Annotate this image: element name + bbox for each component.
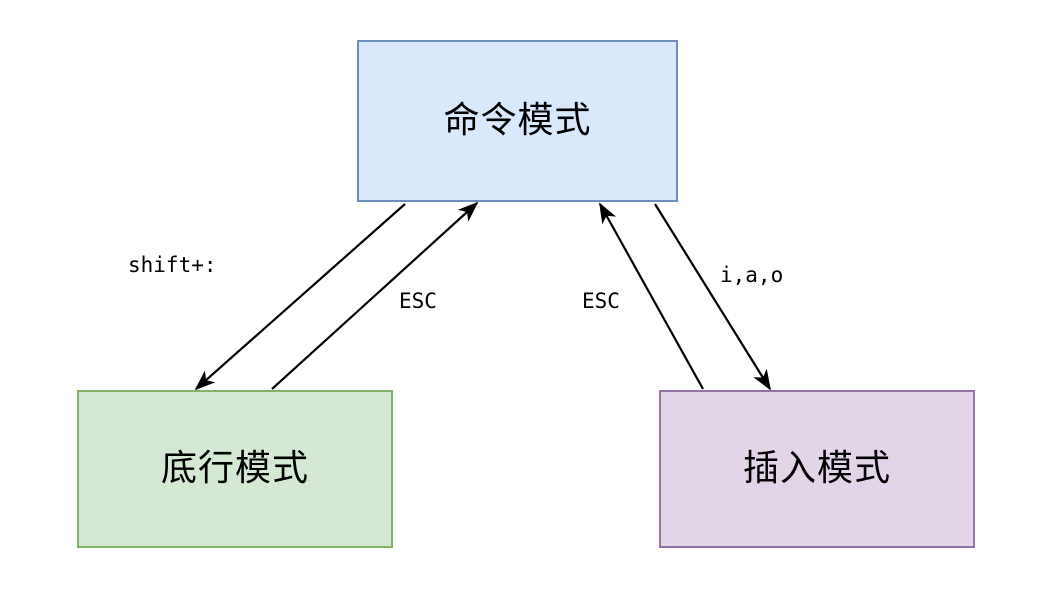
- node-insert-mode-label: 插入模式: [742, 448, 891, 489]
- edge-label-command-to-insert: i,a,o: [720, 263, 784, 287]
- edge-label-insert-to-command: ESC: [582, 289, 620, 313]
- edge-insert-to-command: [599, 202, 704, 390]
- node-command-mode[interactable]: 命令模式: [357, 40, 678, 202]
- edge-label-command-to-lastline: shift+:: [128, 253, 217, 277]
- edge-command-to-lastline: [194, 203, 406, 391]
- edge-label-lastline-to-command: ESC: [399, 289, 437, 313]
- edge-command-to-insert: [654, 203, 771, 391]
- edge-lastline-to-command: [271, 201, 479, 390]
- node-command-mode-label: 命令模式: [443, 100, 592, 141]
- node-insert-mode[interactable]: 插入模式: [659, 390, 975, 548]
- node-lastline-mode-label: 底行模式: [160, 448, 309, 489]
- node-lastline-mode[interactable]: 底行模式: [77, 390, 393, 548]
